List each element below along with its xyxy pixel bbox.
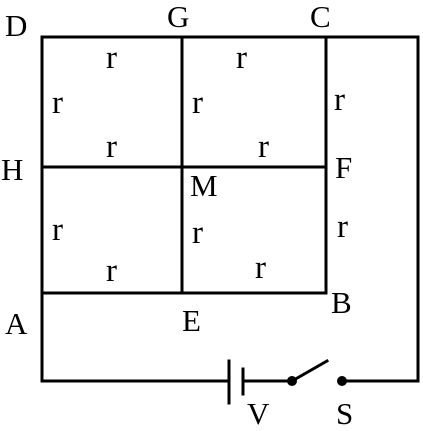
switch-contact-right xyxy=(337,376,347,386)
node-label-G: G xyxy=(167,0,189,34)
external-circuit xyxy=(40,35,420,383)
resistor-DH: r xyxy=(52,85,63,121)
node-label-A: A xyxy=(5,306,28,341)
node-label-M: M xyxy=(190,168,218,203)
resistor-HM: r xyxy=(106,129,117,165)
node-label-H: H xyxy=(1,152,23,187)
node-label-F: F xyxy=(335,150,352,185)
switch-lever xyxy=(289,358,330,384)
node-label-D: D xyxy=(5,8,27,43)
resistor-GC: r xyxy=(236,40,247,76)
switch-label: S xyxy=(336,396,353,431)
resistor-EB: r xyxy=(255,250,266,286)
node-labels: D G C H M F A E B xyxy=(1,0,352,341)
switch-symbol xyxy=(287,358,347,386)
resistor-ME: r xyxy=(192,215,203,251)
resistor-HA: r xyxy=(52,212,63,248)
node-label-E: E xyxy=(182,303,201,338)
node-label-C: C xyxy=(310,0,331,34)
node-label-B: B xyxy=(331,285,352,320)
resistor-GM: r xyxy=(192,85,203,121)
resistor-DG: r xyxy=(106,40,117,76)
resistor-labels: r r r r r r r r r r r r xyxy=(52,40,348,289)
resistor-FB: r xyxy=(337,209,348,245)
resistor-CF: r xyxy=(334,82,345,118)
resistor-MF: r xyxy=(258,129,269,165)
battery-symbol xyxy=(227,359,245,405)
resistor-AE: r xyxy=(106,253,117,289)
battery-label: V xyxy=(247,396,270,431)
resistor-grid xyxy=(40,35,328,295)
